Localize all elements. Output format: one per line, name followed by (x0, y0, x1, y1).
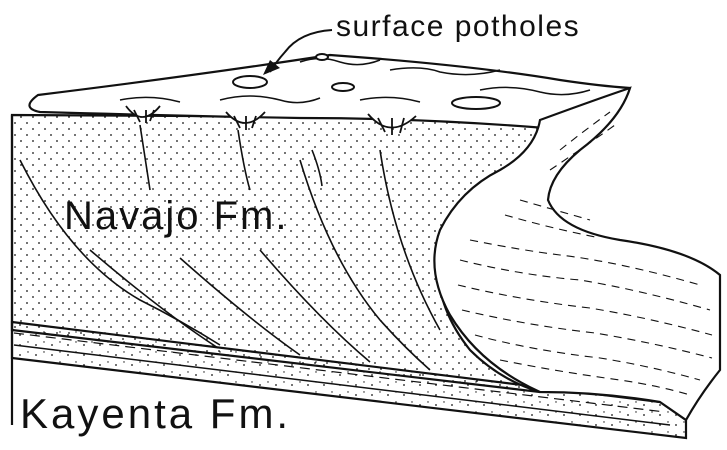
pothole (452, 97, 500, 109)
kayenta-formation-label: Kayenta Fm. (20, 390, 291, 438)
pothole (233, 76, 267, 88)
pothole (332, 83, 354, 91)
pothole (316, 54, 328, 60)
surface-potholes-label: surface potholes (336, 10, 580, 44)
navajo-formation-label: Navajo Fm. (64, 194, 289, 239)
